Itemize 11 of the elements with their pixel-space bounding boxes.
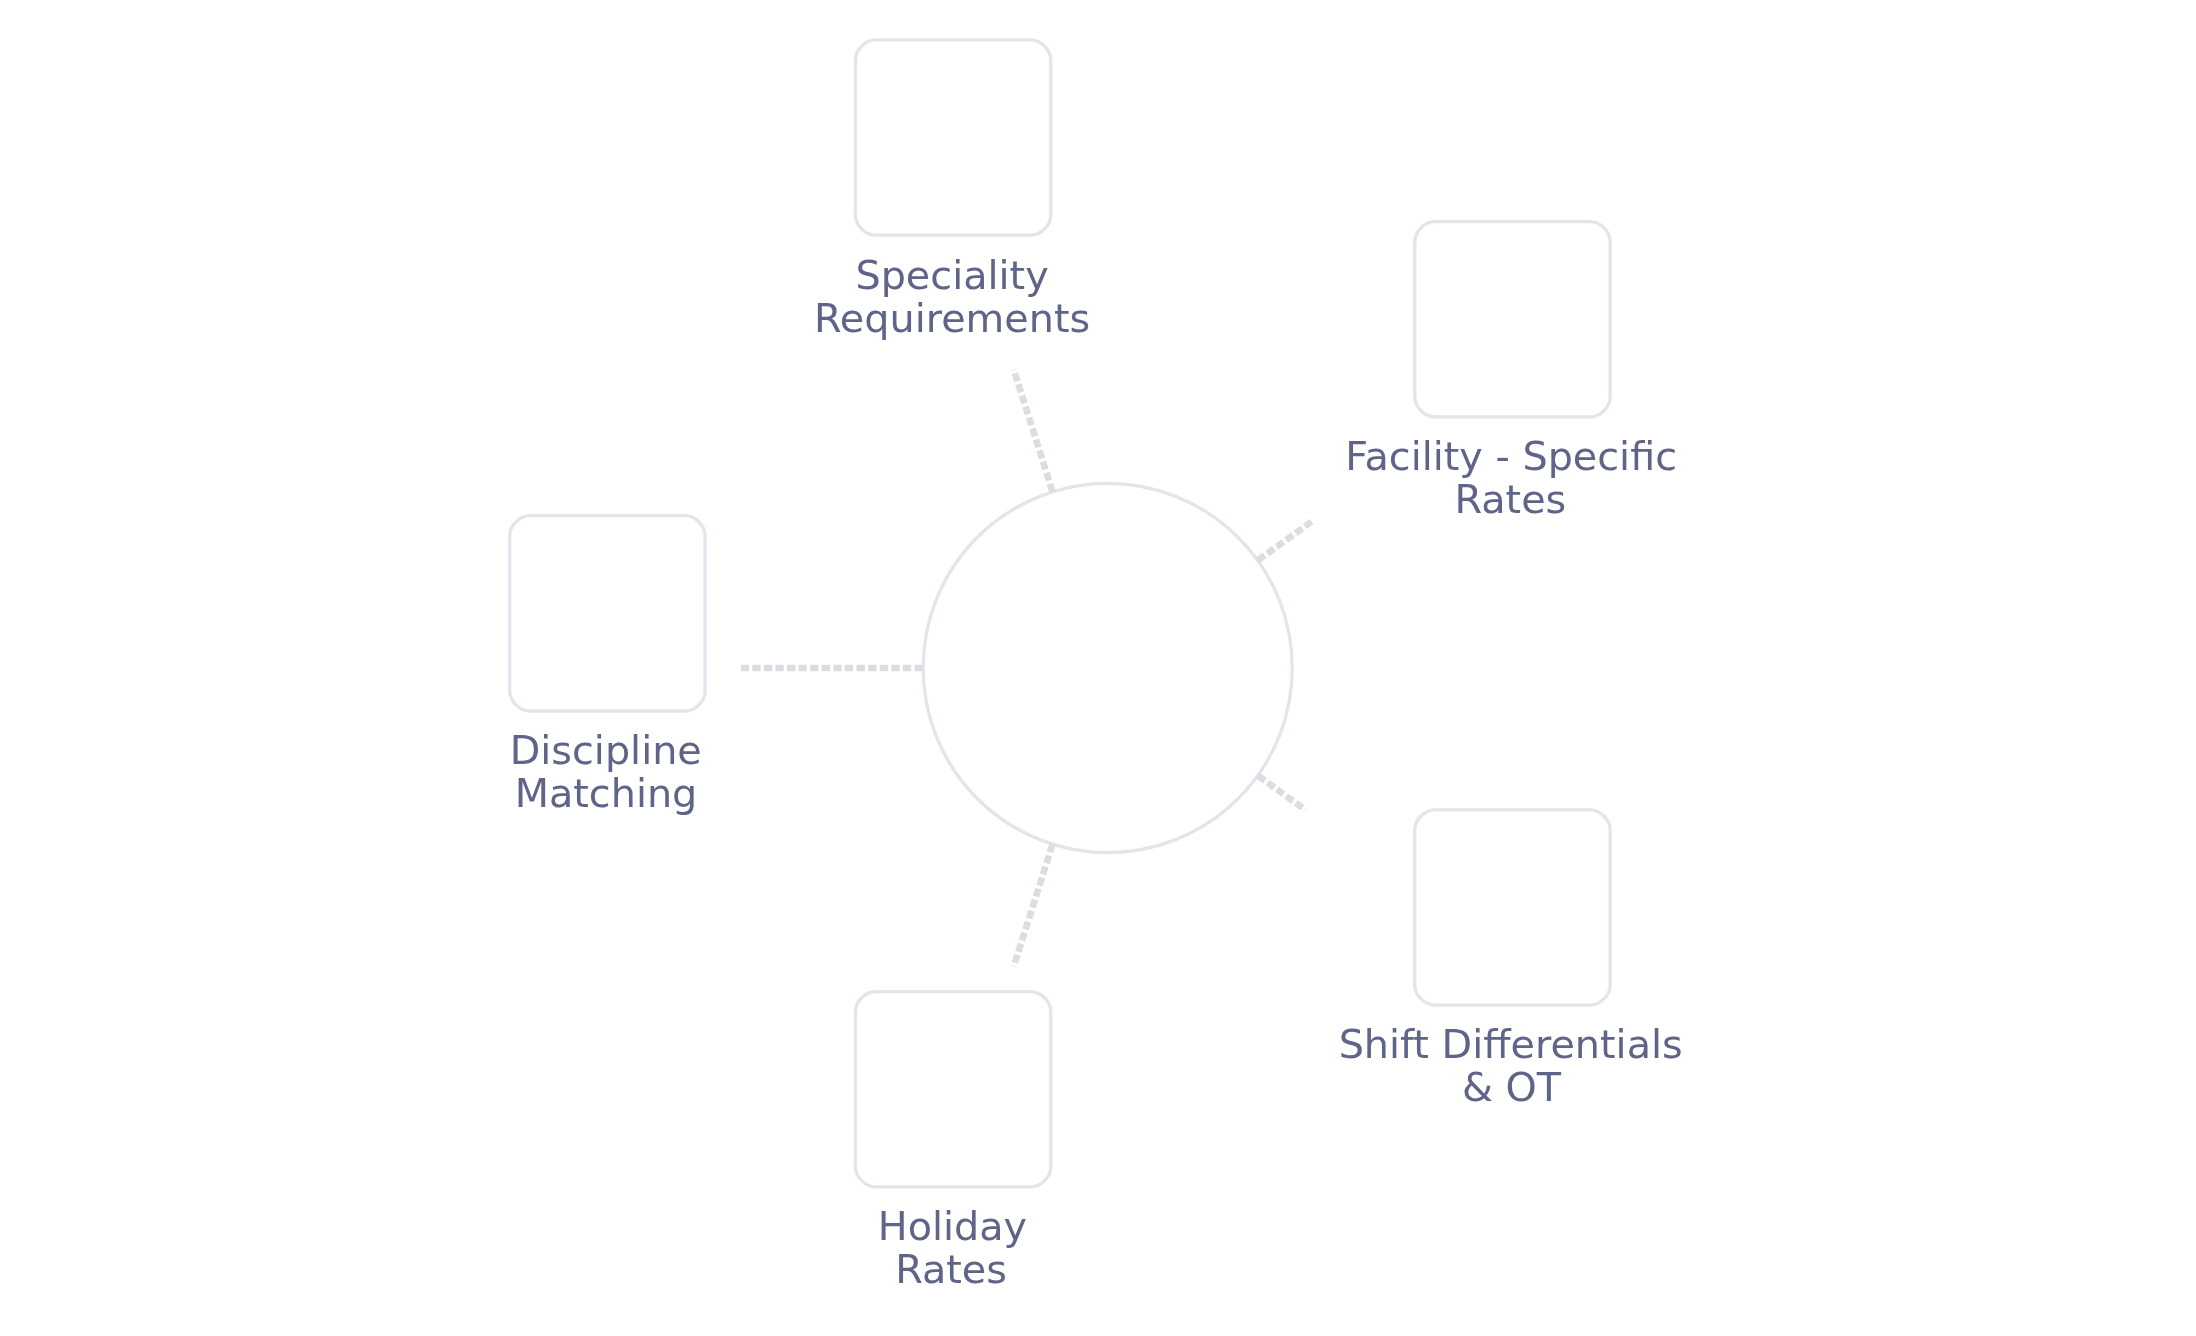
node-label: Facility - Specific Rates [1345, 433, 1678, 523]
connector [1010, 368, 1056, 493]
connector [1255, 773, 1308, 813]
node-label: Holiday Rates [877, 1203, 1028, 1293]
connector [1255, 518, 1314, 563]
node-label: Shift Differentials & OT [1338, 1021, 1683, 1111]
connector [1010, 843, 1056, 968]
node-label: Speciality Requirements [814, 251, 1091, 341]
node-circle [921, 481, 1294, 855]
node-label: Discipline Matching [509, 727, 702, 817]
connector [738, 664, 923, 672]
